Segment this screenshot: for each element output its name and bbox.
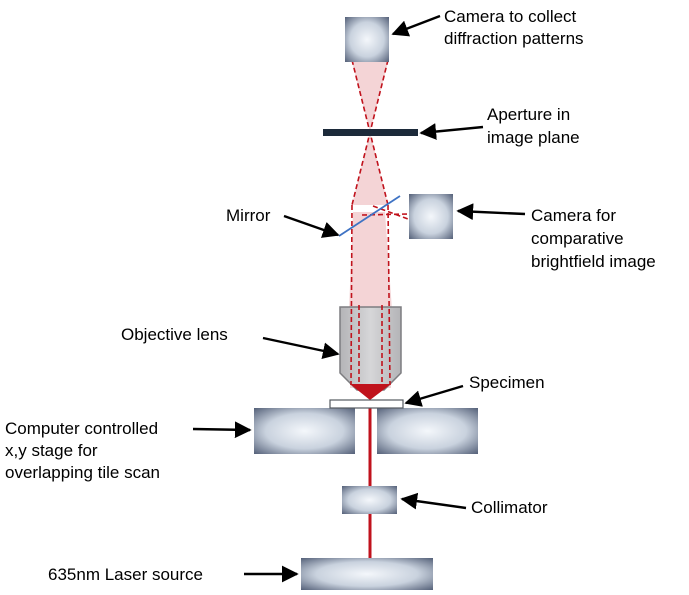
- focused-beam: [350, 384, 391, 400]
- label-aperture: Aperture in image plane: [487, 105, 580, 147]
- arrow-collimator: [400, 492, 467, 510]
- arrow-camera-brightfield: [456, 203, 526, 221]
- arrow-specimen: [404, 384, 464, 407]
- label-specimen: Specimen: [469, 373, 545, 392]
- arrow-objective-lens: [262, 336, 340, 360]
- mirror-line: [338, 195, 401, 237]
- label-objective-lens: Objective lens: [121, 325, 228, 344]
- camera-diffraction-box: [345, 17, 389, 62]
- label-camera-diffraction: Camera to collect diffraction patterns: [444, 7, 584, 48]
- label-stage: Computer controlled x,y stage for overla…: [5, 419, 163, 482]
- arrow-camera-diffraction: [391, 14, 441, 37]
- collimator-box: [342, 486, 397, 514]
- laser-source-box: [301, 558, 433, 590]
- stage-left-box: [254, 408, 355, 454]
- aperture-bar: [323, 129, 418, 136]
- stage-right-box: [377, 408, 478, 454]
- arrow-mirror: [283, 214, 340, 238]
- arrow-aperture: [419, 123, 484, 140]
- label-laser: 635nm Laser source: [48, 565, 203, 584]
- objective-lens: [339, 306, 402, 391]
- camera-brightfield-box: [409, 194, 453, 239]
- label-collimator: Collimator: [471, 498, 548, 517]
- arrow-stage: [192, 421, 252, 439]
- specimen-slide: [329, 399, 404, 409]
- annotation-arrows: [192, 14, 526, 583]
- label-mirror: Mirror: [226, 206, 271, 225]
- label-camera-brightfield: Camera for comparative brightfield image: [531, 206, 656, 271]
